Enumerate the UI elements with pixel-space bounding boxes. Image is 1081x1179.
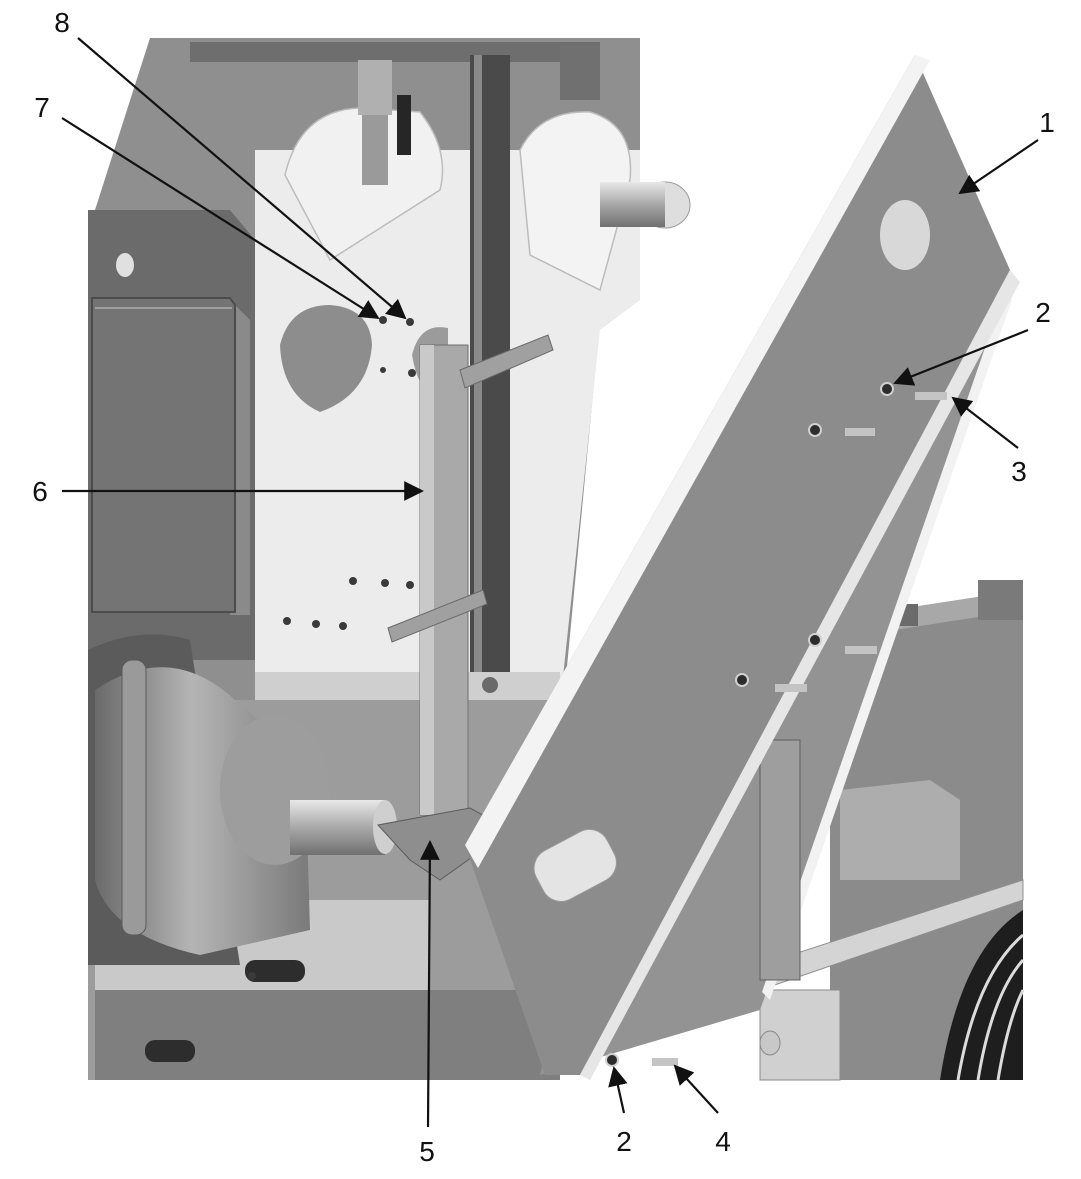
- motor-lever: [121, 659, 147, 936]
- sub-box: [840, 780, 960, 880]
- leader-3: [951, 396, 1019, 449]
- leader-1: [958, 139, 1039, 195]
- shaft: [600, 182, 665, 227]
- leader-8: [77, 37, 407, 320]
- support-bracket-face: [420, 345, 434, 815]
- guard-panel-right-edge: [580, 270, 1020, 1080]
- pulley-groove-3: [996, 989, 1025, 1081]
- leader-lines: [61, 37, 1039, 1128]
- guard-panel-slot: [533, 828, 617, 902]
- fasteners: [248, 316, 947, 1067]
- slide-slot: [245, 960, 305, 982]
- callout-1: 1: [1039, 107, 1055, 138]
- leader-5: [419, 840, 440, 1128]
- guard-panel-hole: [880, 200, 930, 270]
- top-rail: [190, 42, 600, 62]
- leader-7: [61, 117, 380, 320]
- callout-6: 6: [32, 476, 48, 507]
- pillow-block-right: [519, 111, 632, 292]
- callout-3: 3: [1011, 456, 1027, 487]
- callout-4: 4: [715, 1126, 731, 1157]
- pulley-groove-1: [956, 933, 1024, 1081]
- callout-5: 5: [419, 1136, 435, 1167]
- callout-labels: 1 2 3 4 5 2 6 7 8: [32, 7, 1055, 1167]
- slide-slot-2: [145, 1040, 195, 1062]
- upright-post-right: [759, 739, 801, 981]
- callout-2-lower: 2: [616, 1126, 632, 1157]
- top-rail-bracket: [560, 45, 600, 100]
- plate-cutout-left: [280, 305, 372, 412]
- leader-4: [673, 1064, 719, 1114]
- callout-8: 8: [54, 7, 70, 38]
- valve-stem: [362, 115, 388, 185]
- callout-2-upper: 2: [1035, 297, 1051, 328]
- slide-rail-lower: [95, 990, 560, 1080]
- leader-2-upper: [893, 328, 1029, 386]
- bracket-arm-top: [459, 334, 554, 389]
- coupling-shaft: [290, 800, 385, 855]
- clamp-knob: [759, 1030, 781, 1056]
- guard-panel-left-edge: [465, 55, 930, 868]
- valve-handle: [397, 95, 411, 155]
- pulley-groove-2: [976, 959, 1025, 1081]
- valve-body: [358, 60, 392, 115]
- bracket-arm-mid: [387, 589, 488, 643]
- enclosure-box: [91, 297, 236, 613]
- guard-panel: [465, 55, 1010, 1075]
- leader-2-lower: [608, 1066, 628, 1114]
- callout-7: 7: [34, 92, 50, 123]
- machine-illustration: [88, 38, 1025, 1081]
- enclosure-knockout: [116, 253, 134, 277]
- tank-cap: [978, 580, 1023, 620]
- rear-guard-edge: [762, 290, 1012, 1000]
